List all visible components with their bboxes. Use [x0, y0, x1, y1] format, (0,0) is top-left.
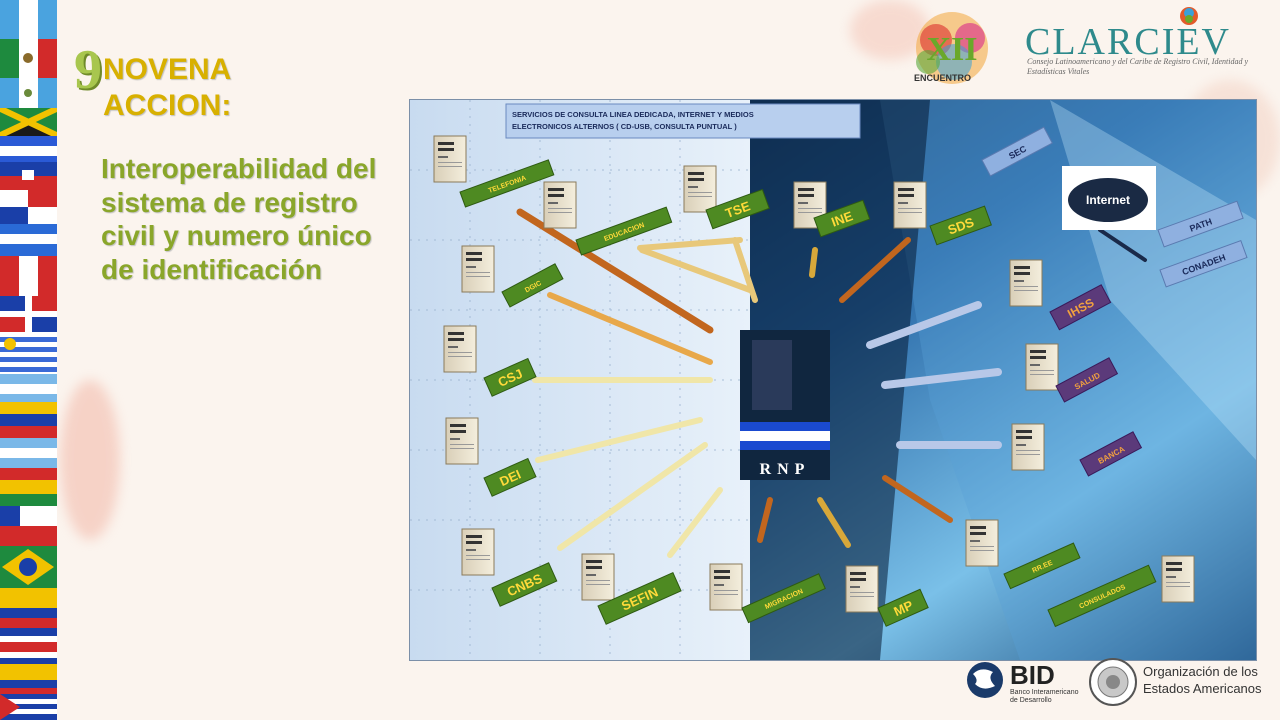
arrow-mp [817, 497, 851, 548]
slide-subtitle: Interoperabilidad del sistema de registr… [101, 153, 377, 285]
arrow-ihss [866, 301, 982, 349]
tag-csj: CSJ [483, 357, 537, 397]
arrow-dei [535, 417, 703, 463]
internet-cloud-icon [1068, 178, 1148, 222]
tag-mp: MP [877, 588, 929, 627]
internet-label: Internet [1086, 193, 1130, 207]
arrow-educacion-2 [639, 247, 753, 293]
encuentro-logo: XII [898, 10, 1006, 90]
tag-migracion: MIGRACION [741, 573, 826, 624]
rnp-label: RNP [760, 461, 811, 478]
svg-text:INE: INE [829, 208, 855, 230]
background-decoration [60, 380, 120, 540]
arrow-telefonia [516, 208, 714, 334]
tag-dgic: DGIC [501, 263, 564, 308]
arrow-sefin [667, 487, 723, 558]
clarciev-symbol-icon [1178, 5, 1200, 27]
connection-arrows [516, 208, 1147, 558]
arrow-sds [839, 237, 911, 303]
diagram-header-line-1: SERVICIOS DE CONSULTA LINEA DEDICADA, IN… [512, 110, 754, 119]
diagram-header-line-2: ELECTRONICOS ALTERNOS ( CD-USB, CONSULTA… [512, 122, 737, 131]
arrow-educacion [637, 237, 743, 251]
bid-subtitle: Banco Interamericano de Desarrollo [1010, 689, 1078, 706]
action-number: 9 [74, 39, 102, 101]
encuentro-label: ENCUENTRO [914, 73, 972, 83]
arrow-ine [809, 247, 818, 278]
oea-line-1: Organización de los [1143, 664, 1258, 679]
tag-ine: INE [813, 199, 871, 238]
rnp-interoperability-diagram: SERVICIOS DE CONSULTA LINEA DEDICADA, IN… [409, 99, 1257, 661]
bid-logo-text: BID [1010, 660, 1055, 690]
tag-banca: BANCA [1079, 431, 1143, 477]
arrow-migracion [757, 497, 773, 543]
arrow-internet [1098, 228, 1147, 262]
slide-heading: NOVENA ACCION: [103, 52, 231, 124]
bid-subtitle-line-1: Banco Interamericano [1010, 689, 1079, 696]
tag-sec: SEC [981, 126, 1053, 177]
arrow-cnbs [557, 442, 708, 551]
arrow-salud [881, 368, 1002, 389]
diagram-header-box [505, 103, 861, 139]
tag-rree: RR.EE [1003, 542, 1081, 590]
arrow-dgic [547, 292, 713, 365]
arrow-tse [732, 237, 758, 303]
bid-subtitle-line-2: de Desarrollo [1010, 697, 1052, 705]
oea-seal-icon [1088, 657, 1138, 707]
oea-line-2: Estados Americanos [1143, 680, 1262, 696]
tag-path: PATH [1157, 200, 1244, 248]
heading-line-1: NOVENA [103, 53, 232, 86]
heading-line-2: ACCION: [103, 89, 232, 122]
bid-logo-icon [965, 660, 1005, 700]
clarciev-logo-text: CLARCIEV [1025, 21, 1231, 63]
clarciev-tagline: Consejo Latinoamericano y del Caribe de … [1027, 57, 1249, 77]
oea-logo-text: Organización de los Estados Americanos [1143, 664, 1262, 698]
tag-tse: TSE [705, 188, 770, 230]
tag-dei: DEI [483, 457, 537, 497]
arrow-rree [882, 475, 953, 523]
encuentro-numeral: XII [926, 31, 977, 68]
flags-strip [0, 0, 57, 720]
svg-text:MP: MP [891, 597, 915, 619]
tag-sds: SDS [929, 205, 992, 246]
